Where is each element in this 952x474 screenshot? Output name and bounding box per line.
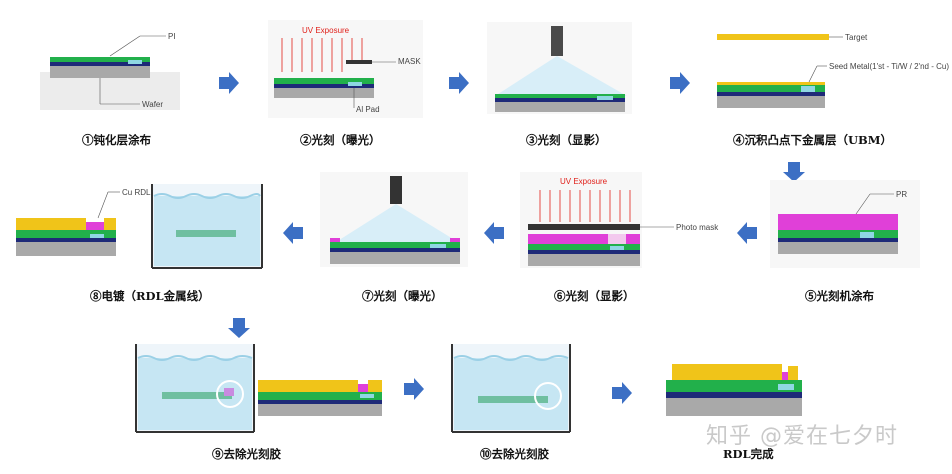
pi-label: PI (168, 32, 176, 41)
step9-diagram (135, 344, 382, 433)
arrow-right-icon (404, 378, 424, 400)
arrow-down-icon (228, 318, 250, 338)
al-pad-label: Al Pad (356, 105, 380, 114)
step4-caption: ④沉积凸点下金属层（UBM） (733, 133, 892, 147)
step5-diagram: PR (770, 180, 920, 268)
step3-caption: ③光刻（显影） (526, 133, 607, 147)
step5-caption: ⑤光刻机涂布 (805, 289, 874, 303)
step3-diagram (487, 22, 632, 114)
watermark-text: 知乎 @爱在七夕时 (706, 424, 898, 449)
arrow-down-icon (783, 162, 805, 182)
step7-caption: ⑦光刻（曝光） (362, 289, 443, 303)
arrow-left-icon (283, 222, 303, 244)
arrow-right-icon (670, 72, 690, 94)
step8-diagram: Cu RDL (16, 188, 151, 256)
arrow-right-icon (612, 382, 632, 404)
arrow-left-icon (484, 222, 504, 244)
pr-label: PR (896, 190, 907, 199)
step2-caption: ②光刻（曝光） (300, 133, 381, 147)
step8-caption: ⑧电镀（RDL金属线） (90, 289, 210, 303)
step1-caption: ①钝化层涂布 (82, 133, 151, 147)
uv-exposure-label: UV Exposure (302, 26, 350, 35)
arrow-left-icon (737, 222, 757, 244)
rdl-complete-diagram (666, 364, 802, 416)
uv-exposure-label-2: UV Exposure (560, 177, 608, 186)
rdl-complete-caption: RDL完成 (723, 447, 774, 461)
step6-diagram: UV Exposure Photo mask (520, 172, 719, 268)
step9-caption: ⑨去除光刻胶 (212, 447, 281, 461)
cu-rdl-label: Cu RDL (122, 188, 151, 197)
plating-tank-diagram (151, 184, 263, 269)
step2-diagram: UV Exposure MASK Al Pad (268, 20, 423, 118)
mask-label: MASK (398, 57, 421, 66)
step4-diagram: Target Seed Metal(1'st - Ti/W / 2'nd - C… (717, 33, 949, 108)
photo-mask-label: Photo mask (676, 223, 719, 232)
step10-diagram (451, 344, 571, 433)
target-label: Target (845, 33, 868, 42)
wafer-label: Wafer (142, 100, 163, 109)
seed-metal-label: Seed Metal(1'st - Ti/W / 2'nd - Cu) (829, 62, 949, 71)
arrow-right-icon (219, 72, 239, 94)
step10-caption: ⑩去除光刻胶 (480, 447, 549, 461)
step7-diagram (320, 172, 468, 267)
step1-diagram: PI Wafer (40, 32, 180, 110)
arrow-right-icon (449, 72, 469, 94)
step6-caption: ⑥光刻（显影） (554, 289, 635, 303)
